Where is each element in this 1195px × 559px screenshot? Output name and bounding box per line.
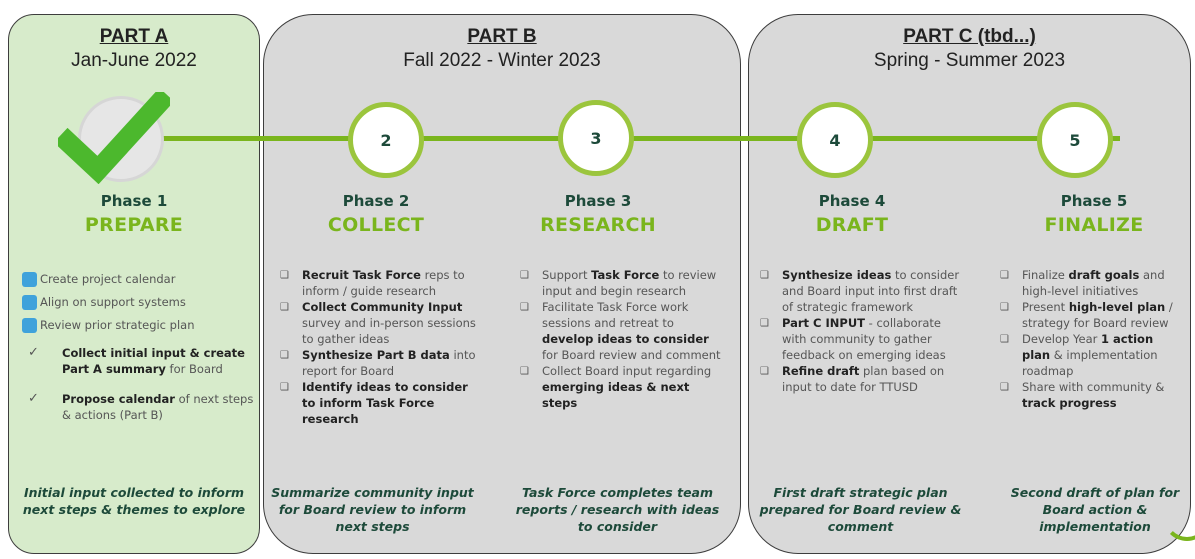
- bullet-icon: ❑: [1000, 382, 1009, 393]
- phase-5-task-list: ❑Finalize draft goals and high-level ini…: [1000, 267, 1185, 411]
- checkbox-icon: [22, 318, 37, 333]
- bullet-icon: ❑: [280, 382, 289, 393]
- part-a-title: PART A: [99, 26, 169, 47]
- list-item: ❑Support Task Force to review input and …: [520, 268, 717, 298]
- phase-4-task-list: ❑Synthesize ideas to consider and Board …: [760, 267, 966, 395]
- part-a-dates: Jan-June 2022: [71, 50, 197, 71]
- list-item: ✓ Collect initial input & create Part A …: [28, 345, 245, 376]
- part-b-heading: PART B Fall 2022 - Winter 2023: [263, 26, 741, 72]
- checkbox-icon: [22, 295, 37, 310]
- phase-4-footer: First draft strategic plan prepared for …: [759, 485, 962, 534]
- phase-5-name: FINALIZE: [1044, 214, 1144, 236]
- phase-4-name: DRAFT: [815, 214, 889, 236]
- list-item: ❑Synthesize ideas to consider and Board …: [760, 268, 960, 314]
- bullet-icon: ❑: [520, 270, 529, 281]
- part-b-dates: Fall 2022 - Winter 2023: [403, 50, 601, 71]
- phase-3-footer: Task Force completes team reports / rese…: [515, 485, 720, 534]
- phase-3-task-list: ❑Support Task Force to review input and …: [520, 267, 726, 411]
- tick-icon: ✓: [28, 391, 39, 406]
- part-b-panel: [263, 14, 741, 554]
- phase-1-label: Phase 1 PREPARE: [34, 192, 234, 236]
- list-item: Create project calendar: [22, 268, 254, 291]
- list-item: ❑Present high-level plan / strategy for …: [1000, 300, 1173, 330]
- part-c-heading: PART C (tbd...) Spring - Summer 2023: [748, 26, 1191, 72]
- part-c-title: PART C (tbd...): [903, 26, 1036, 47]
- phase-5-footer: Second draft of plan for Board action & …: [1010, 485, 1180, 534]
- list-item: ❑Recruit Task Force reps to inform / gui…: [280, 268, 465, 298]
- bullet-icon: ❑: [760, 366, 769, 377]
- phase-2-circle: 2: [348, 102, 424, 178]
- list-item: ❑Finalize draft goals and high-level ini…: [1000, 268, 1165, 298]
- bullet-icon: ❑: [280, 302, 289, 313]
- checkmark-icon: [58, 92, 170, 184]
- phase-4-label: Phase 4 DRAFT: [752, 192, 952, 236]
- phase-3-label: Phase 3 RESEARCH: [498, 192, 698, 236]
- list-item: ❑Collect Community Input survey and in-p…: [280, 300, 476, 346]
- phase-3-name: RESEARCH: [540, 214, 656, 236]
- list-item: ❑Share with community & track progress: [1000, 380, 1165, 410]
- phase-2-task-list: ❑Recruit Task Force reps to inform / gui…: [280, 267, 480, 427]
- list-item: ❑Identify ideas to consider to inform Ta…: [280, 380, 468, 426]
- bullet-icon: ❑: [520, 302, 529, 313]
- bullet-icon: ❑: [1000, 334, 1009, 345]
- list-item: ❑Part C INPUT - collaborate with communi…: [760, 316, 946, 362]
- bullet-icon: ❑: [280, 350, 289, 361]
- phase-2-name: COLLECT: [327, 214, 425, 236]
- bullet-icon: ❑: [760, 270, 769, 281]
- list-item: ❑Collect Board input regarding emerging …: [520, 364, 712, 410]
- phase-4-circle: 4: [797, 102, 873, 178]
- part-c-dates: Spring - Summer 2023: [873, 50, 1066, 71]
- part-b-title: PART B: [467, 26, 537, 47]
- phase-3-number: Phase 3: [564, 192, 632, 210]
- tick-icon: ✓: [28, 345, 39, 360]
- bullet-icon: ❑: [1000, 270, 1009, 281]
- decorative-arc: [1163, 493, 1195, 541]
- list-item: ❑Synthesize Part B data into report for …: [280, 348, 476, 378]
- phase-2-number: Phase 2: [342, 192, 410, 210]
- phase-3-circle: 3: [558, 100, 634, 176]
- phase-2-footer: Summarize community input for Board revi…: [271, 485, 474, 534]
- list-item: Review prior strategic plan: [22, 314, 254, 337]
- list-item: ✓ Propose calendar of next steps & actio…: [28, 391, 254, 422]
- phase-1-task-list: Create project calendar Align on support…: [22, 268, 254, 423]
- phase-2-label: Phase 2 COLLECT: [276, 192, 476, 236]
- list-item: ❑Refine draft plan based on input to dat…: [760, 364, 945, 394]
- phase-5-circle: 5: [1037, 102, 1113, 178]
- phase-4-number: Phase 4: [818, 192, 886, 210]
- timeline-connector: [160, 136, 1120, 141]
- bullet-icon: ❑: [760, 318, 769, 329]
- checkbox-icon: [22, 272, 37, 287]
- list-item: ❑Facilitate Task Force work sessions and…: [520, 300, 721, 362]
- phase-5-label: Phase 5 FINALIZE: [994, 192, 1194, 236]
- list-item: Align on support systems: [22, 291, 254, 314]
- list-item: ❑Develop Year 1 action plan & implementa…: [1000, 332, 1158, 378]
- bullet-icon: ❑: [1000, 302, 1009, 313]
- bullet-icon: ❑: [520, 366, 529, 377]
- phase-5-number: Phase 5: [1060, 192, 1128, 210]
- phase-1-name: PREPARE: [84, 214, 184, 236]
- phase-1-number: Phase 1: [100, 192, 168, 210]
- part-a-footer: Initial input collected to inform next s…: [22, 485, 246, 517]
- bullet-icon: ❑: [280, 270, 289, 281]
- part-a-heading: PART A Jan-June 2022: [8, 26, 260, 72]
